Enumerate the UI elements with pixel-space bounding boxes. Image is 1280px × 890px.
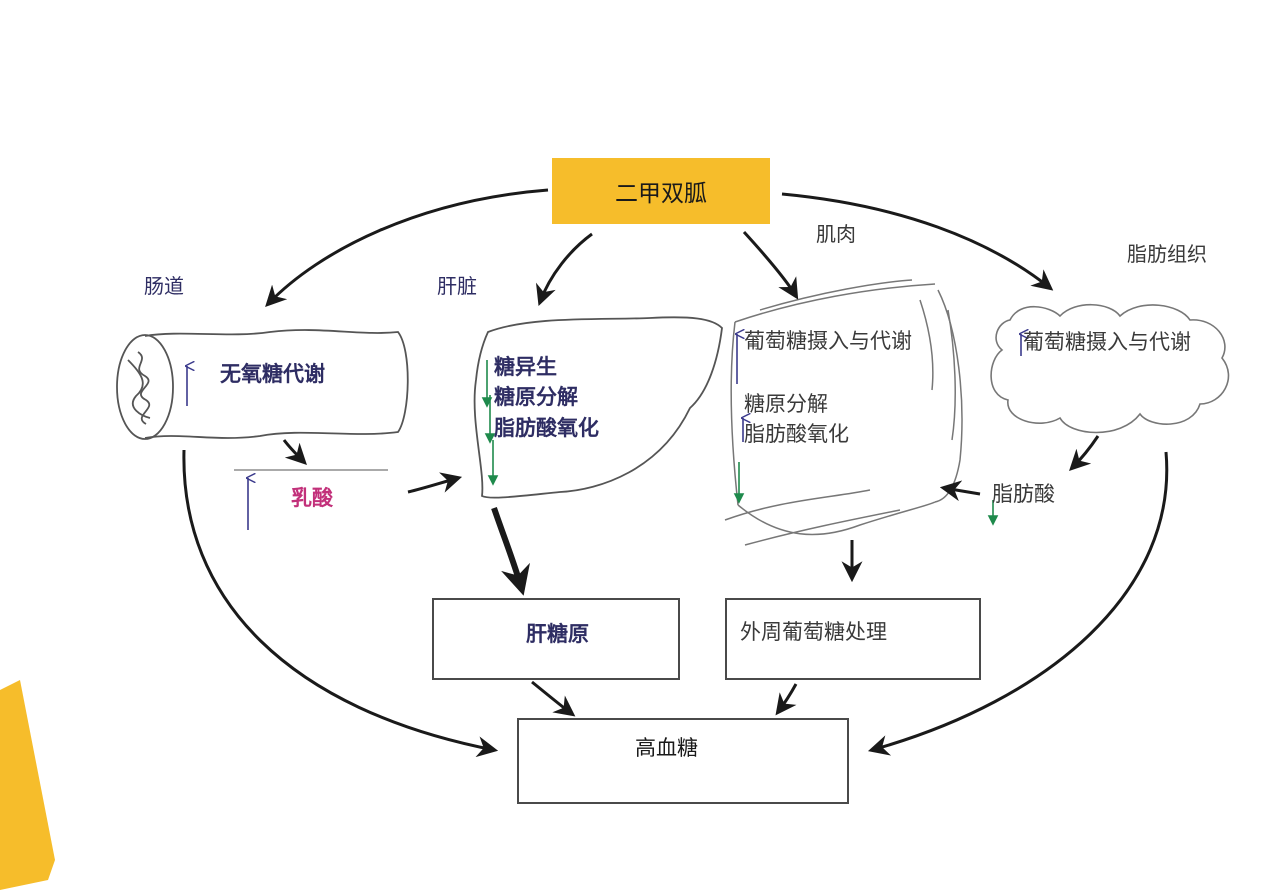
down-arrow-liver-2	[484, 395, 496, 444]
arrow-fattyacid-to-muscle	[939, 480, 981, 502]
organ-label-adipose: 脂肪组织	[1127, 242, 1207, 266]
liver-glycogen-box	[432, 598, 680, 680]
muscle-process-glycogenolysis: 糖原分解	[744, 392, 828, 416]
arrow-adipose-to-hyperglycemia	[867, 451, 1169, 756]
arrow-drug-to-adipose	[781, 192, 1054, 291]
liver-shape	[473, 316, 723, 499]
arrow-drug-to-muscle	[742, 230, 799, 300]
organ-label-muscle: 肌肉	[816, 222, 856, 246]
fatty-acid-label: 脂肪酸	[992, 482, 1055, 506]
metformin-label: 二甲双胍	[615, 181, 707, 207]
liver-process-fatty-acid-oxidation: 脂肪酸氧化	[494, 416, 599, 440]
liver-process-gluconeogenesis: 糖异生	[494, 355, 557, 379]
hyperglycemia-box	[517, 718, 849, 804]
organ-label-liver: 肝脏	[437, 274, 477, 298]
muscle-process-fatty-acid-oxidation: 脂肪酸氧化	[744, 422, 849, 446]
intestine-shape	[116, 329, 409, 440]
down-arrow-liver-1	[481, 360, 493, 408]
muscle-process-glucose-uptake-text: 葡萄糖摄入与代谢	[744, 329, 912, 353]
down-arrow-muscle-glycogen	[733, 462, 745, 504]
lactate-label: 乳酸	[291, 486, 333, 510]
arrow-glycogen-to-hyperglycemia	[531, 680, 576, 717]
arrow-lactate-to-liver	[407, 472, 463, 494]
arrow-intestine-to-hyperglycemia	[182, 449, 499, 758]
arrow-intestine-to-lactate	[282, 439, 307, 465]
down-arrow-fatty-acid	[987, 500, 999, 526]
adipose-process-glucose-uptake: 葡萄糖摄入与代谢	[1023, 328, 1213, 356]
down-arrow-liver-3	[487, 440, 499, 486]
peripheral-glucose-box	[725, 598, 981, 680]
adipose-process-glucose-uptake-text: 葡萄糖摄入与代谢	[1023, 330, 1191, 354]
arrow-drug-to-liver	[535, 232, 593, 306]
adipose-cloud-shape	[990, 304, 1230, 434]
yellow-corner-decoration	[0, 680, 55, 890]
arrow-liver-to-glycogen	[491, 507, 530, 596]
peripheral-glucose-label: 外周葡萄糖处理	[740, 620, 887, 644]
organ-label-intestine: 肠道	[144, 274, 184, 298]
muscle-shape	[724, 279, 963, 546]
arrow-adipose-to-fattyacid	[1069, 435, 1100, 471]
flow-arrows	[182, 188, 1169, 758]
metformin-box: 二甲双胍	[552, 158, 770, 224]
hyperglycemia-label: 高血糖	[635, 736, 698, 760]
liver-glycogen-label: 肝糖原	[526, 622, 589, 646]
liver-process-glycogenolysis: 糖原分解	[494, 385, 578, 409]
intestine-process-label: 无氧糖代谢	[220, 362, 325, 386]
muscle-process-glucose-uptake: 葡萄糖摄入与代谢	[744, 326, 934, 356]
arrow-drug-to-intestine	[265, 188, 549, 308]
arrow-peripheral-to-hyperglycemia	[775, 683, 798, 716]
